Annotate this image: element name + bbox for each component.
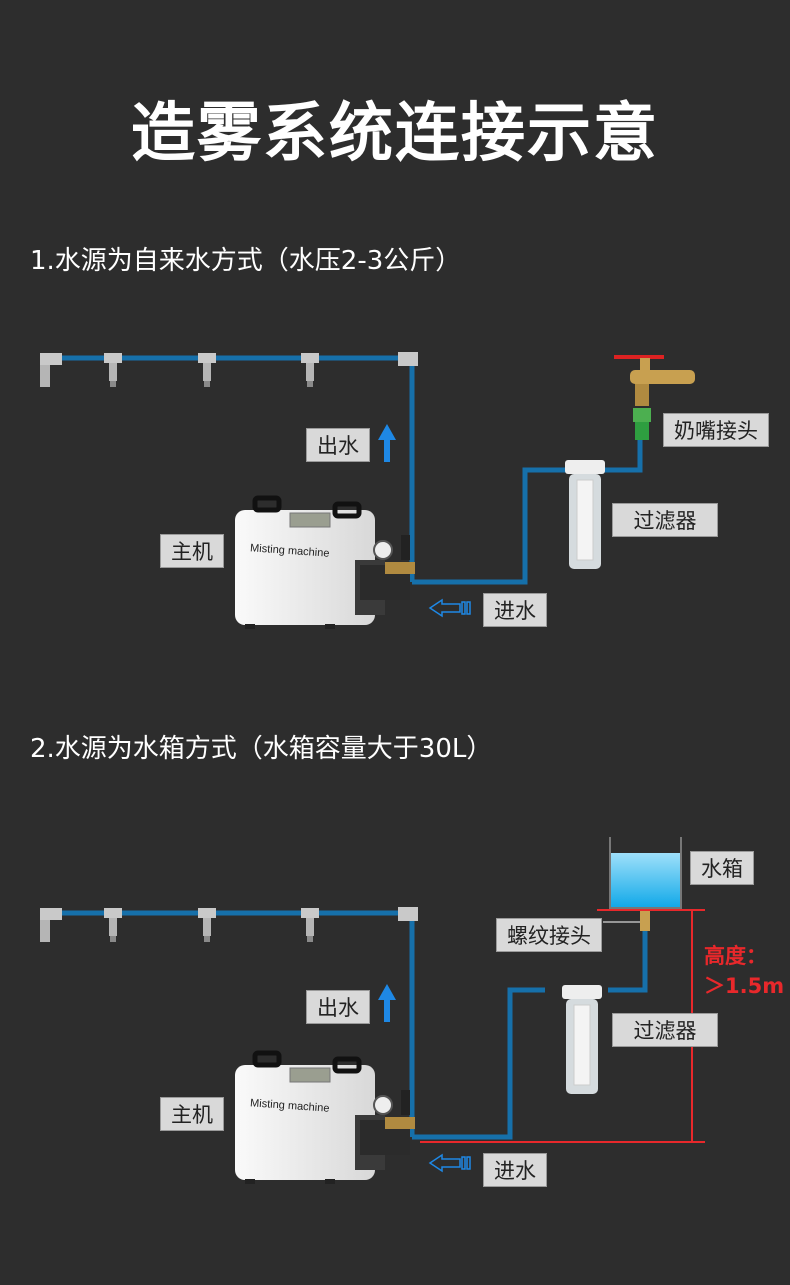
section1-filter-label: 过滤器 (612, 503, 718, 537)
section1-filter (564, 459, 606, 570)
thread-connector (640, 911, 650, 931)
section2-inlet-label: 进水 (483, 1153, 547, 1187)
section2-misting-machine (235, 1053, 415, 1184)
section2-up-arrow-icon (378, 984, 396, 1022)
section1-nipple-label: 奶嘴接头 (663, 413, 769, 447)
height-label: 高度： (704, 944, 767, 968)
section2-filter (561, 984, 603, 1095)
section2-tank-label: 水箱 (690, 851, 754, 885)
section2-nozzles (40, 907, 418, 942)
section1-host-label: 主机 (160, 534, 224, 568)
water-tank (609, 837, 682, 909)
section2-heading: 2.水源为水箱方式（水箱容量大于30L） (30, 734, 493, 764)
section2-outlet-label: 出水 (306, 990, 370, 1024)
height-value: ＞1.5m (704, 974, 785, 998)
section2-inlet-arrow-icon (428, 1153, 471, 1173)
section1-misting-machine (235, 498, 415, 629)
section2-host-label: 主机 (160, 1097, 224, 1131)
section1-outlet-label: 出水 (306, 428, 370, 462)
section2-thread-label: 螺纹接头 (496, 918, 602, 952)
section1-inlet-arrow-icon (428, 598, 471, 618)
section1-up-arrow-icon (378, 424, 396, 462)
section2-filter-label: 过滤器 (612, 1013, 718, 1047)
page-title: 造雾系统连接示意 (131, 97, 659, 171)
section1-faucet (614, 355, 695, 440)
section1-nozzles (40, 352, 418, 387)
section1-inlet-label: 进水 (483, 593, 547, 627)
section1-heading: 1.水源为自来水方式（水压2-3公斤） (30, 246, 462, 276)
